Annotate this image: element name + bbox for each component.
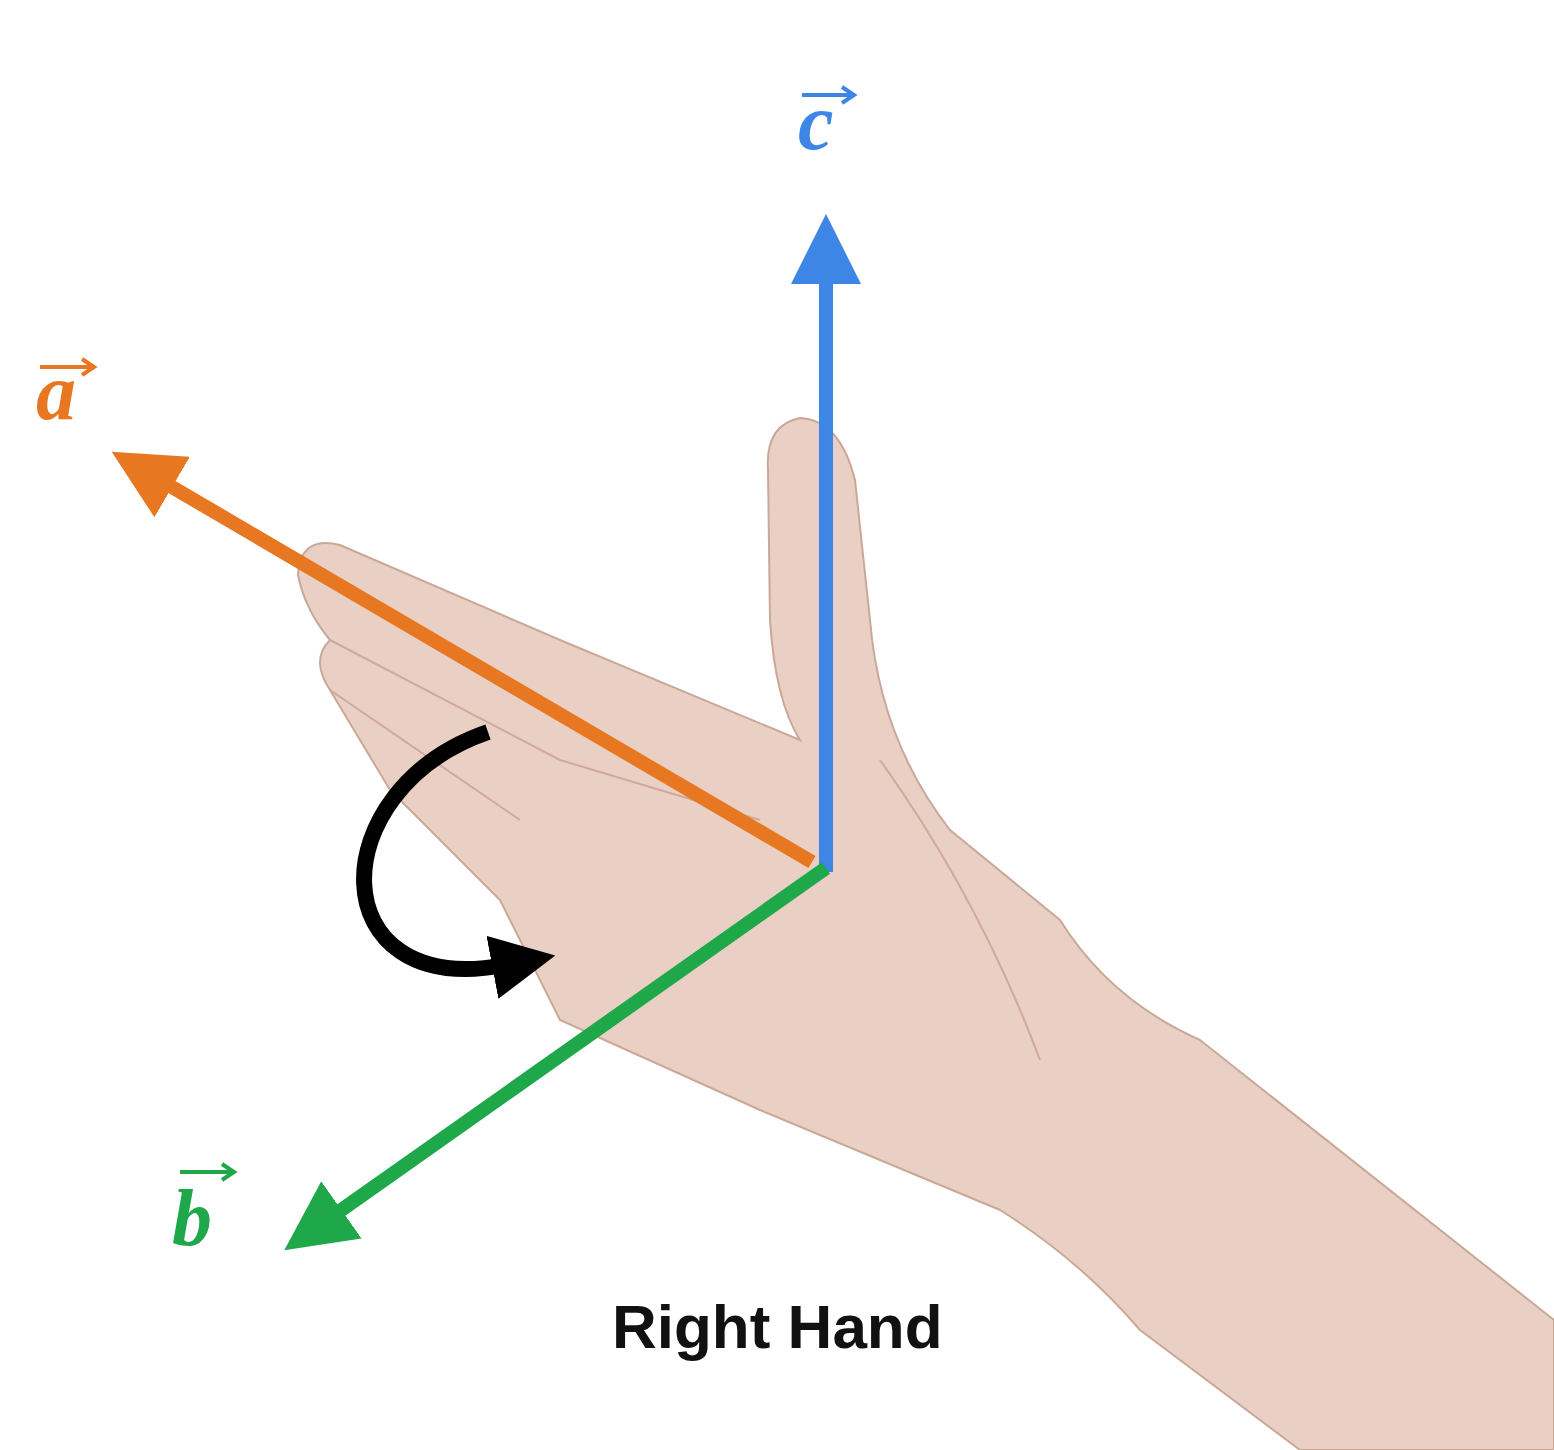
- finger-line: [330, 690, 520, 820]
- vector-b-arrow: [330, 868, 826, 1218]
- vector-a-arrow: [160, 480, 812, 862]
- hand-shape: [298, 418, 1554, 1450]
- caption-label: Right Hand: [612, 1296, 943, 1358]
- palm-crease: [880, 760, 1040, 1060]
- rotation-arrow: [364, 732, 505, 969]
- vector-label: b: [172, 1178, 212, 1258]
- vector-label: a: [36, 352, 76, 432]
- vector-c-arrow: [819, 270, 833, 872]
- vector-label: c: [798, 82, 834, 162]
